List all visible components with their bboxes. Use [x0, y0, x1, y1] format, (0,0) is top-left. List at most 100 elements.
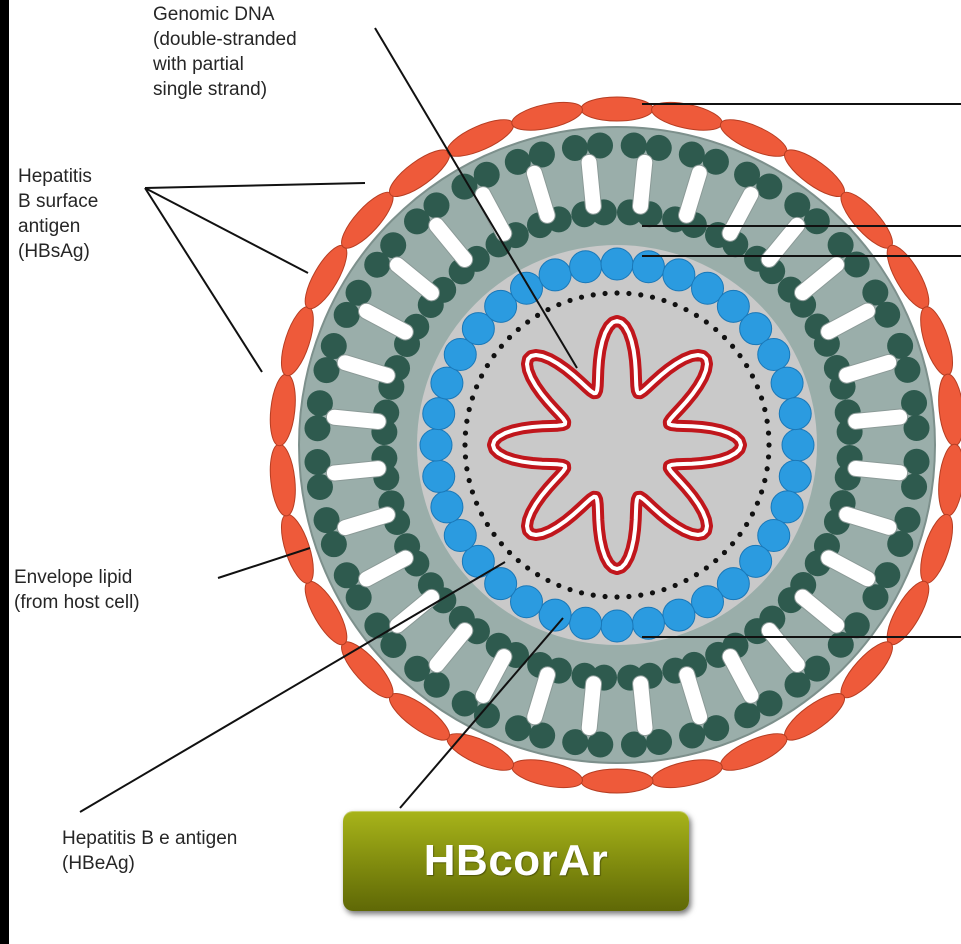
core-protein	[431, 367, 463, 399]
dot-ring	[545, 578, 550, 583]
dot-ring	[479, 511, 484, 516]
core-protein	[570, 607, 602, 639]
core-protein	[779, 460, 811, 492]
dot-ring	[499, 541, 504, 546]
dot-ring	[661, 298, 666, 303]
lipid-head	[529, 723, 555, 749]
core-protein	[758, 339, 790, 371]
dot-ring	[755, 501, 760, 506]
dot-ring	[759, 395, 764, 400]
dot-ring	[730, 541, 735, 546]
lipid-head	[404, 656, 430, 682]
dot-ring	[579, 295, 584, 300]
lipid-head	[894, 357, 920, 383]
core-protein	[444, 520, 476, 552]
dot-ring	[525, 565, 530, 570]
dot-ring	[766, 442, 771, 447]
lipid-head	[346, 280, 372, 306]
lipid-head	[862, 279, 888, 305]
dot-ring	[766, 454, 771, 459]
core-protein	[539, 259, 571, 291]
dot-ring	[535, 313, 540, 318]
surface-antigen-spike	[936, 443, 961, 517]
lipid-head	[734, 702, 760, 728]
dot-ring	[567, 587, 572, 592]
core-protein	[779, 398, 811, 430]
core-protein	[431, 491, 463, 523]
surface-antigen-spike	[936, 373, 961, 447]
dot-ring	[713, 327, 718, 332]
dot-ring	[602, 594, 607, 599]
dot-ring	[491, 532, 496, 537]
dot-ring	[661, 587, 666, 592]
dot-ring	[737, 353, 742, 358]
dot-ring	[730, 344, 735, 349]
lipid-head	[313, 357, 339, 383]
lipid-head	[346, 585, 372, 611]
hbcorar-badge: HBcorAr	[343, 811, 689, 911]
surface-antigen-spike	[581, 769, 653, 793]
dot-ring	[683, 578, 688, 583]
dot-ring	[694, 572, 699, 577]
dot-ring	[474, 384, 479, 389]
dot-ring	[602, 291, 607, 296]
lipid-head	[314, 507, 340, 533]
dot-ring	[470, 489, 475, 494]
dot-ring	[704, 319, 709, 324]
dot-ring	[713, 558, 718, 563]
dot-ring	[737, 532, 742, 537]
dot-ring	[762, 407, 767, 412]
lipid-head	[757, 690, 783, 716]
dot-ring	[694, 313, 699, 318]
dot-ring	[556, 583, 561, 588]
dot-ring	[545, 307, 550, 312]
dot-ring	[766, 430, 771, 435]
lipid-head	[804, 208, 830, 234]
lipid-head	[862, 584, 888, 610]
dot-ring	[525, 319, 530, 324]
surface-antigen-spike	[581, 97, 653, 121]
core-protein	[782, 429, 814, 461]
lipid-head	[364, 613, 390, 639]
leader-hbsag-2	[145, 188, 308, 273]
dot-ring	[485, 522, 490, 527]
dot-ring	[464, 466, 469, 471]
core-protein	[420, 429, 452, 461]
dot-ring	[535, 572, 540, 577]
lipid-head	[474, 162, 500, 188]
dot-ring	[744, 522, 749, 527]
dot-ring	[750, 511, 755, 516]
dot-ring	[556, 302, 561, 307]
dot-ring	[470, 395, 475, 400]
lipid-head	[679, 722, 705, 748]
dot-ring	[626, 291, 631, 296]
dot-ring	[579, 590, 584, 595]
dot-ring	[614, 594, 619, 599]
surface-antigen-spike	[267, 373, 298, 447]
dot-ring	[765, 419, 770, 424]
core-protein	[511, 272, 543, 304]
dot-ring	[759, 489, 764, 494]
leader-hbsag-3	[145, 188, 262, 372]
dot-ring	[464, 419, 469, 424]
dot-ring	[499, 344, 504, 349]
inner-cavity	[417, 245, 817, 645]
core-protein	[601, 610, 633, 642]
dot-ring	[626, 594, 631, 599]
dot-ring	[638, 292, 643, 297]
dot-ring	[673, 583, 678, 588]
dot-ring	[744, 363, 749, 368]
dot-ring	[673, 302, 678, 307]
lipid-head	[679, 141, 705, 167]
dot-ring	[638, 593, 643, 598]
dot-ring	[467, 407, 472, 412]
lipid-head	[756, 174, 782, 200]
lipid-head	[895, 507, 921, 533]
core-protein	[423, 398, 455, 430]
lipid-head	[874, 302, 900, 328]
lipid-head	[334, 302, 360, 328]
lipid-head	[452, 690, 478, 716]
label-envelope-lipid: Envelope lipid (from host cell)	[14, 565, 140, 615]
dot-ring	[463, 454, 468, 459]
